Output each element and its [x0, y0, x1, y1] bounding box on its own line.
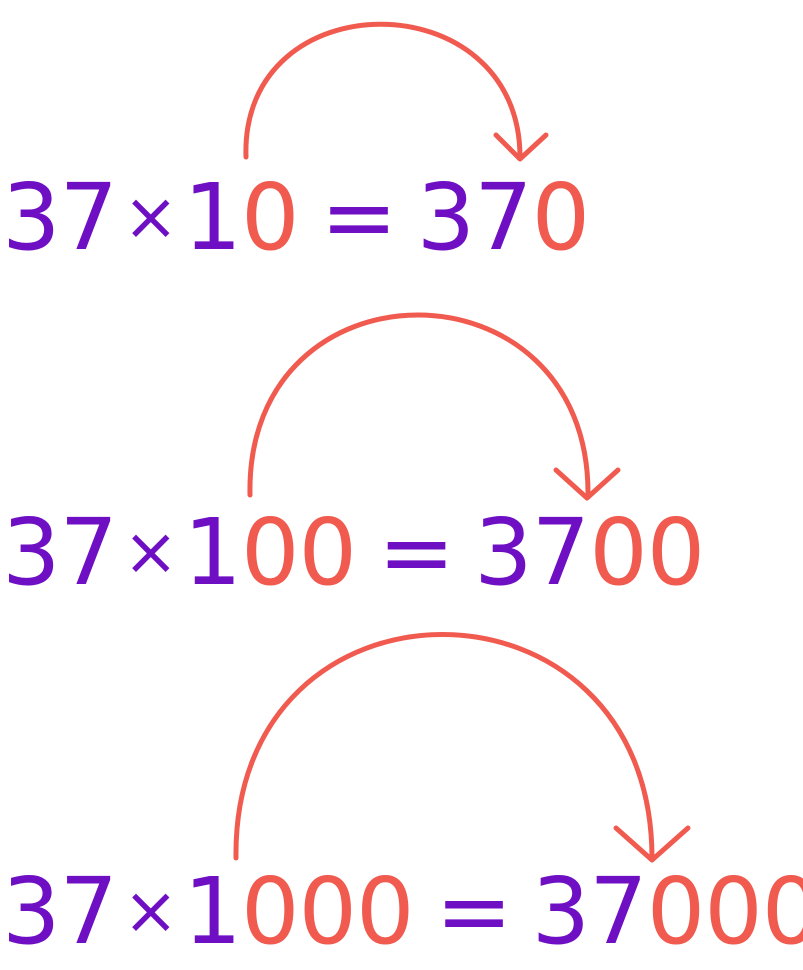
result-zeros: 0: [531, 164, 591, 271]
equation-row-1: 37×10=370: [2, 164, 591, 271]
arrow-head-3: [613, 825, 691, 863]
multiplier-one: 1: [183, 499, 242, 606]
equals-sign: =: [435, 858, 513, 965]
arrow-arc-3: [233, 632, 655, 861]
arrow-head-1: [493, 132, 549, 162]
result-digits: 37: [531, 858, 648, 965]
equals-sign: =: [378, 499, 455, 606]
result-digits: 37: [474, 499, 590, 606]
times-sign: ×: [123, 178, 178, 255]
times-sign: ×: [123, 872, 178, 949]
arrow-arc-1: [243, 21, 523, 160]
equation-row-3: 37×1000=37000: [2, 866, 803, 958]
equation-row-2: 37×100=3700: [2, 499, 705, 606]
result-zeros: 000: [646, 858, 803, 965]
equals-sign: =: [320, 164, 397, 271]
multiplier-one: 1: [183, 858, 242, 965]
result-digits: 37: [416, 164, 533, 271]
times-sign: ×: [123, 513, 178, 590]
arrow-arc-2: [247, 312, 591, 498]
multiplier-one: 1: [183, 164, 242, 271]
multiplier-zeros: 000: [240, 858, 415, 965]
arrow-head-2: [553, 467, 621, 501]
multiplier-zeros: 0: [240, 164, 300, 271]
result-zeros: 00: [589, 499, 705, 606]
base-number: 37: [2, 858, 118, 965]
base-number: 37: [2, 499, 118, 606]
multiplier-zeros: 00: [240, 499, 357, 606]
base-number: 37: [2, 164, 118, 271]
